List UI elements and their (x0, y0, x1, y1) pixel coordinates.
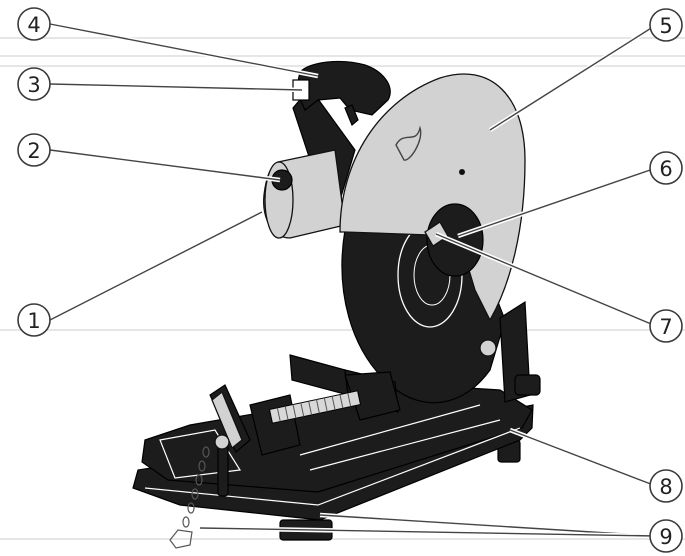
callout-7: 7 (650, 310, 682, 342)
callout-number: 8 (659, 475, 672, 499)
callout-6: 6 (650, 152, 682, 184)
leader-line-1 (50, 212, 262, 320)
leader-line-5 (490, 25, 656, 130)
leader-line-2 (50, 150, 280, 180)
callout-number: 7 (659, 315, 672, 339)
callout-number: 2 (27, 139, 40, 163)
motor-housing (264, 150, 345, 238)
callout-3: 3 (18, 68, 50, 100)
callout-number: 1 (27, 309, 40, 333)
callout-number: 5 (659, 14, 672, 38)
callout-5: 5 (650, 9, 682, 41)
callout-number: 3 (27, 73, 40, 97)
callout-9: 9 (650, 520, 682, 552)
leader-line-8 (510, 430, 656, 486)
callout-2: 2 (18, 134, 50, 166)
leader-line-4 (50, 24, 318, 76)
callout-number: 4 (27, 13, 40, 37)
callout-number: 6 (659, 157, 672, 181)
callout-number: 9 (659, 525, 672, 549)
callout-1: 1 (18, 304, 50, 336)
callout-4: 4 (18, 8, 50, 40)
callout-8: 8 (650, 470, 682, 502)
